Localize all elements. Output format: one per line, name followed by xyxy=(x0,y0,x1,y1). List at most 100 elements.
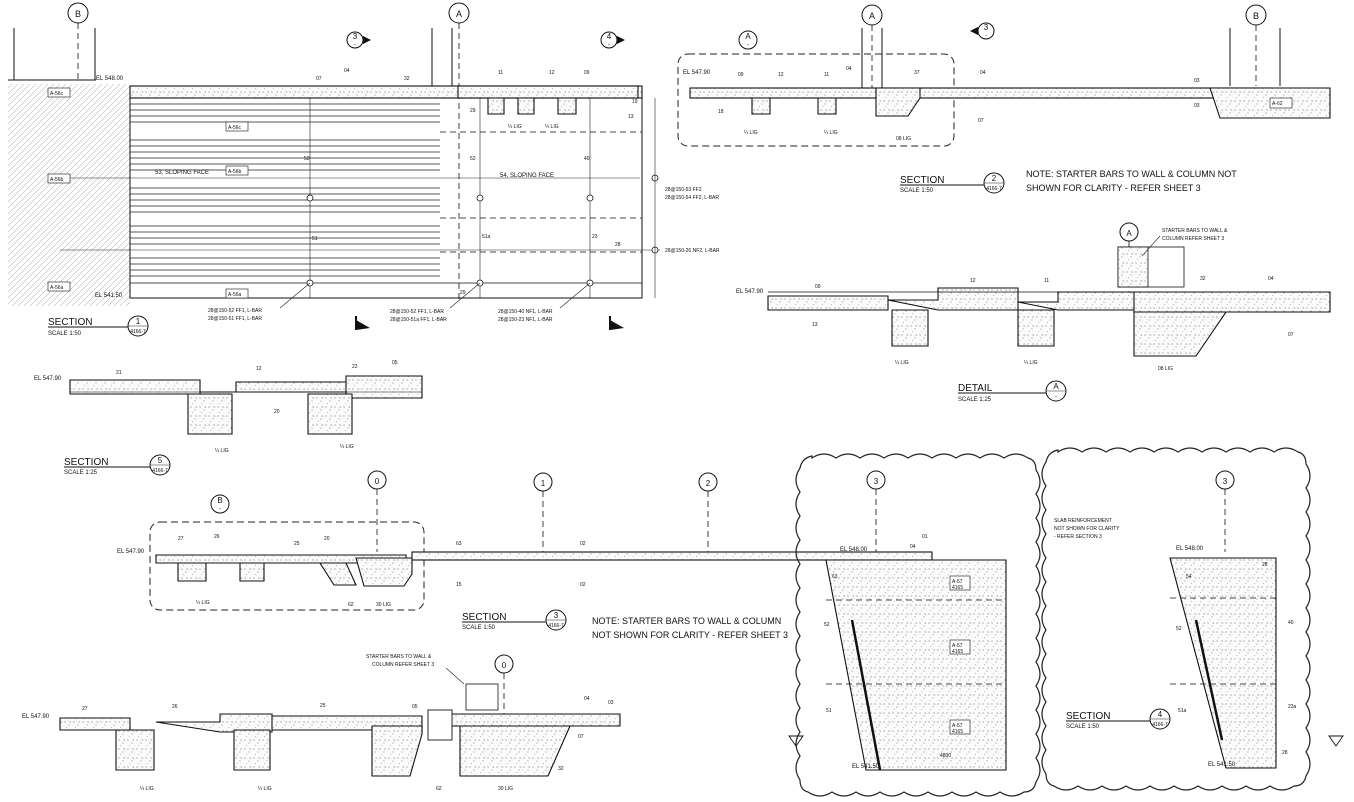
svg-text:23: 23 xyxy=(592,234,598,240)
svg-text:32: 32 xyxy=(404,76,410,82)
detail-a-beam-1 xyxy=(891,309,929,347)
gridline-3-section-4: 3 xyxy=(1215,470,1235,552)
svg-text:08 LIG: 08 LIG xyxy=(896,136,911,142)
svg-text:4166-7: 4166-7 xyxy=(548,623,564,629)
s1-bar-callout-8: 28@150-54 FF2, L-BAR xyxy=(665,195,719,201)
svg-text:07: 07 xyxy=(578,734,584,740)
section-1-title-block: SECTION SCALE 1:50 1 4166-7 xyxy=(48,315,149,337)
svg-text:11: 11 xyxy=(498,70,503,76)
svg-text:4166-7: 4166-7 xyxy=(1152,722,1168,728)
s1-tag-a56a-mid: A-56a xyxy=(225,288,249,299)
section-1-view: B xyxy=(8,2,720,337)
section-5-title-block: SECTION SCALE 1:25 5 4166-7 xyxy=(64,454,171,476)
svg-text:26: 26 xyxy=(172,704,178,710)
detail-a-view: A STARTER BARS TO WALL & COLUMN REFER SH… xyxy=(736,222,1331,403)
svg-text:12: 12 xyxy=(778,72,784,78)
s4-el-top: EL 548.00 xyxy=(1176,546,1204,552)
svg-text:-: - xyxy=(985,33,987,39)
svg-text:SCALE 1:50: SCALE 1:50 xyxy=(1066,724,1100,730)
section-5-view: EL 547.90 ¼ LIG ¼ LIG 21 12 22 05 20 SEC… xyxy=(34,360,423,476)
svg-text:SCALE 1:50: SCALE 1:50 xyxy=(900,188,934,194)
svg-text:A-57: A-57 xyxy=(952,723,963,729)
svg-text:04: 04 xyxy=(584,696,590,702)
detail-b-haunch-1 xyxy=(371,725,423,777)
section-5-slab xyxy=(69,375,423,399)
svg-text:25: 25 xyxy=(320,703,326,709)
svg-text:0: 0 xyxy=(375,477,380,486)
svg-text:11: 11 xyxy=(1044,278,1049,284)
svg-text:COLUMN REFER SHEET 3: COLUMN REFER SHEET 3 xyxy=(1162,236,1224,242)
s1-bar-callout-9: 28@150-26 NF2, L-BAR xyxy=(665,248,720,254)
svg-text:3: 3 xyxy=(984,23,989,32)
svg-text:4165: 4165 xyxy=(952,585,963,591)
gridline-0-section-3: 0 xyxy=(367,470,387,552)
svg-text:4166-7: 4166-7 xyxy=(986,186,1002,192)
svg-text:¼ LIG: ¼ LIG xyxy=(508,124,522,130)
svg-text:09: 09 xyxy=(815,284,821,290)
svg-text:¼ LIG: ¼ LIG xyxy=(140,786,154,792)
section-2-slab xyxy=(689,87,1271,99)
svg-text:¼ LIG: ¼ LIG xyxy=(744,130,758,136)
svg-text:28: 28 xyxy=(615,242,621,248)
svg-text:15: 15 xyxy=(456,582,462,588)
gridline-2-section-3: 2 xyxy=(698,472,718,552)
svg-text:3: 3 xyxy=(353,32,358,41)
svg-text:21: 21 xyxy=(116,370,122,376)
detail-b-haunch-2 xyxy=(459,725,571,777)
svg-text:51: 51 xyxy=(826,708,832,714)
svg-text:3: 3 xyxy=(554,611,559,620)
section-3-beams xyxy=(177,562,265,582)
s3-el-left: EL 547.90 xyxy=(117,549,145,555)
svg-text:09: 09 xyxy=(738,72,744,78)
svg-text:29: 29 xyxy=(460,290,466,296)
detail-b-grid-0: 0 xyxy=(465,654,514,720)
section-2-haunch xyxy=(875,87,921,117)
section-4-view: 3 SLAB REINFORCEMENT NOT SHOWN FOR CLARI… xyxy=(1041,447,1344,791)
section-3-haunch xyxy=(355,557,413,587)
svg-text:40: 40 xyxy=(584,156,590,162)
svg-text:05: 05 xyxy=(412,704,418,710)
gridline-a-section-2: A xyxy=(861,4,883,90)
svg-text:07: 07 xyxy=(316,76,322,82)
svg-text:04: 04 xyxy=(344,68,350,74)
section-3-haunch-small xyxy=(318,562,357,586)
svg-text:32: 32 xyxy=(1200,276,1206,282)
gridline-a-section-1: A xyxy=(431,2,470,300)
s1-sloping-face-53: 53, SLOPING FACE xyxy=(155,170,209,176)
note-1-line-1: NOTE: STARTER BARS TO WALL & COLUMN NOT xyxy=(1026,169,1237,179)
detail-b-marker: B - xyxy=(210,494,230,514)
section-3-long-slab xyxy=(411,551,933,561)
detail-b-beam-1 xyxy=(115,729,155,771)
detail-a-callout-box xyxy=(677,53,955,147)
s4-note-2: NOT SHOWN FOR CLARITY xyxy=(1054,526,1120,532)
svg-text:A-56a: A-56a xyxy=(228,292,242,298)
svg-text:¼ LIG: ¼ LIG xyxy=(1024,360,1038,366)
svg-text:STARTER BARS TO WALL &: STARTER BARS TO WALL & xyxy=(366,654,432,660)
svg-text:07: 07 xyxy=(1288,332,1294,338)
svg-text:09: 09 xyxy=(584,70,590,76)
svg-text:-: - xyxy=(354,42,356,48)
svg-text:COLUMN REFER SHEET 3: COLUMN REFER SHEET 3 xyxy=(372,662,434,668)
section-marker-4: 4 - xyxy=(600,31,625,49)
section-5-beam-2 xyxy=(307,393,353,435)
svg-text:A-56a: A-56a xyxy=(50,285,64,291)
svg-text:STARTER BARS TO WALL &: STARTER BARS TO WALL & xyxy=(1162,228,1228,234)
svg-text:63: 63 xyxy=(456,541,462,547)
svg-text:22: 22 xyxy=(352,364,358,370)
svg-text:27: 27 xyxy=(178,536,184,542)
svg-text:-: - xyxy=(219,506,221,512)
detail-a-el: EL 547.90 xyxy=(736,289,764,295)
svg-text:27: 27 xyxy=(82,706,88,712)
svg-text:23a: 23a xyxy=(1288,704,1297,710)
s1-bar-callout-4: 28@150-51a FF1, L-BAR xyxy=(390,317,447,323)
svg-text:4: 4 xyxy=(607,32,612,41)
detail-a-beam-2 xyxy=(1017,309,1055,347)
note-2-line-1: NOTE: STARTER BARS TO WALL & COLUMN xyxy=(592,616,781,626)
svg-text:20: 20 xyxy=(274,409,280,415)
svg-text:03: 03 xyxy=(608,700,614,706)
detail-b-callout-box xyxy=(149,521,425,611)
svg-text:30 LIG: 30 LIG xyxy=(376,602,391,608)
svg-text:-: - xyxy=(1055,394,1057,400)
